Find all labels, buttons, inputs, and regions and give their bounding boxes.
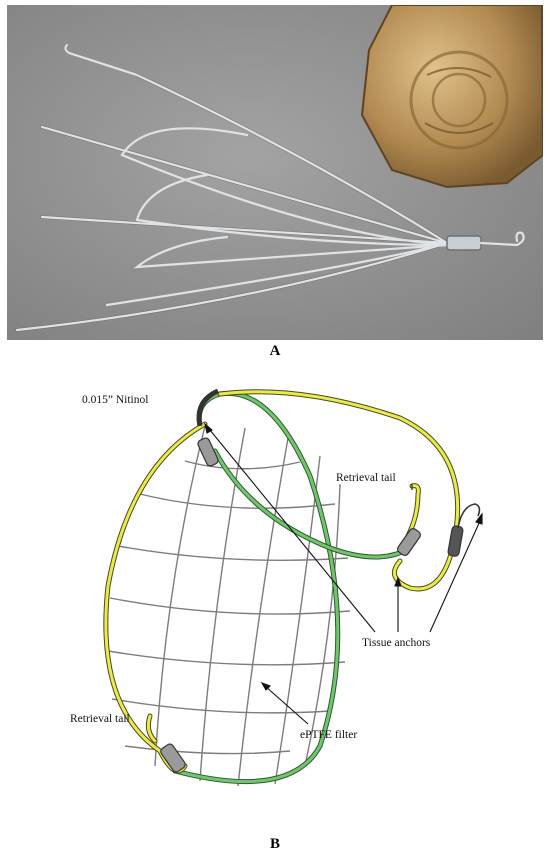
tissue-anchor-hook [457,503,481,529]
filter-wires [15,44,525,332]
eptfe-filter-mesh [107,425,351,787]
annotation-arrows [204,422,483,725]
label-retrieval-tail-bottom: Retrieval tail [70,713,130,725]
device-photo [7,5,543,340]
label-retrieval-tail-top: Retrieval tail [336,472,396,484]
label-eptfe-filter: ePTFE filter [300,729,357,741]
panel-label-b: B [269,836,280,852]
coin [360,5,543,189]
label-tissue-anchors: Tissue anchors [362,637,431,649]
dark-wire-segment [196,388,220,427]
filter-schematic: 0.015” Nitinol Retrieval tail Tissue anc… [70,388,483,787]
label-nitinol: 0.015” Nitinol [82,394,148,406]
crimp-sleeves [160,437,464,773]
yellow-wire [103,389,461,774]
panel-label-a: A [269,343,281,359]
